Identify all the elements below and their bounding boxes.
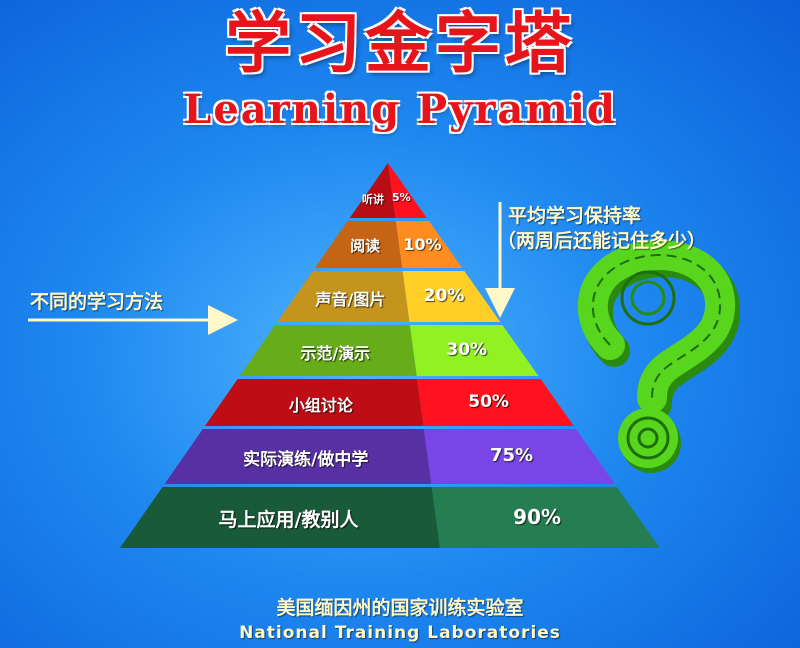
footer-source-chinese: 美国缅因州的国家训练实验室 <box>276 597 524 619</box>
pyramid-level-rate: 30% <box>446 340 488 361</box>
retention-rate-label: 平均学习保持率 <box>508 205 642 227</box>
pyramid-level-method: 示范/演示 <box>300 344 371 364</box>
pyramid-level-right-face <box>431 487 660 548</box>
title-english: Learning Pyramid <box>183 86 617 133</box>
pyramid-level-rate: 75% <box>489 445 534 467</box>
pyramid-level-left-face <box>204 379 424 426</box>
retention-rate-sublabel: （两周后还能记住多少） <box>497 230 707 252</box>
footer-source-english: National Training Laboratories <box>239 623 561 643</box>
pyramid-level-method: 阅读 <box>350 236 381 255</box>
pyramid-level-rate: 50% <box>468 392 509 413</box>
maze-question-mark-icon <box>577 240 740 473</box>
pyramid-level-method: 马上应用/教别人 <box>218 509 359 532</box>
pyramid-level-right-face <box>388 163 427 218</box>
pyramid-level-rate: 20% <box>423 286 465 307</box>
pyramid-level-right-face <box>417 379 574 426</box>
pyramid-level-right-face <box>423 429 615 484</box>
pyramid-level-right-face <box>395 221 463 268</box>
pyramid-level-method: 声音/图片 <box>315 290 386 310</box>
pyramid-level-method: 实际演练/做中学 <box>243 450 369 471</box>
pyramid-level-left-face <box>349 163 396 218</box>
pyramid-level-left-face <box>277 271 410 322</box>
pyramid-level-left-face <box>239 325 417 376</box>
pyramid-level-right-face <box>409 325 539 376</box>
pyramid-level-rate: 10% <box>403 234 442 254</box>
pyramid-level-rate: 5% <box>392 191 411 204</box>
pyramid-level-right-face <box>402 271 501 322</box>
pyramid-level-rate: 90% <box>513 505 562 530</box>
pyramid-level-method: 听讲 <box>362 193 384 206</box>
pyramid-level-left-face <box>164 429 432 484</box>
pyramid-levels <box>120 163 660 548</box>
title-chinese: 学习金字塔 <box>225 5 575 82</box>
pyramid-level-left-face <box>314 221 403 268</box>
pyramid-level-method: 小组讨论 <box>288 396 353 416</box>
learning-methods-label: 不同的学习方法 <box>30 291 164 313</box>
pyramid-level-left-face <box>120 487 440 548</box>
